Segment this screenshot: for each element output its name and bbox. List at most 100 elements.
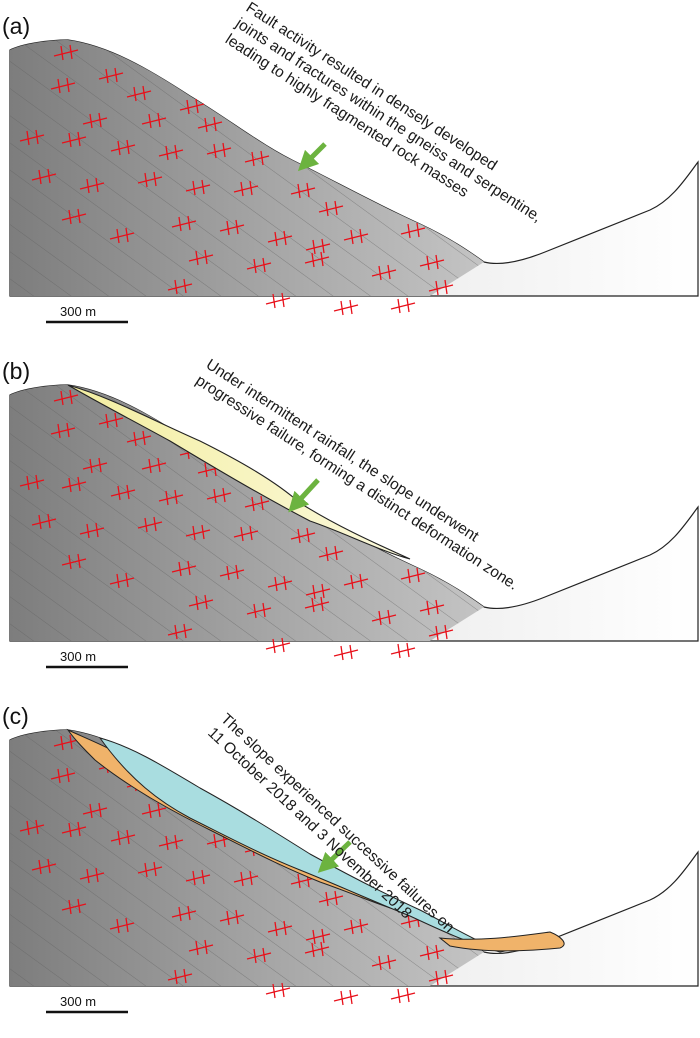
fracture-marks [19, 734, 454, 1006]
fracture-mark [110, 139, 136, 156]
green-arrow-icon [288, 478, 320, 513]
fracture-mark [98, 67, 124, 84]
fracture-mark [419, 944, 445, 961]
fracture-mark [137, 861, 163, 878]
fracture-mark [158, 489, 184, 506]
fracture-mark [246, 257, 272, 274]
fracture-mark [167, 278, 193, 295]
fracture-mark [167, 968, 193, 985]
fracture-mark [318, 890, 344, 907]
fracture-mark [109, 917, 135, 934]
fracture-mark [167, 623, 193, 640]
fracture-mark [400, 567, 426, 584]
fracture-mark [61, 476, 87, 493]
panel-a: (a) Fault activity resulted in densely de… [2, 0, 699, 324]
fracture-mark [246, 947, 272, 964]
fracture-mark [185, 869, 211, 886]
fracture-mark [390, 642, 416, 659]
fracture-mark [179, 98, 205, 115]
fracture-mark [171, 215, 197, 232]
fracture-mark [79, 867, 105, 884]
fracture-mark [428, 624, 454, 641]
fracture-mark [343, 228, 369, 245]
fracture-mark [19, 129, 45, 146]
fracture-mark [19, 819, 45, 836]
fracture-mark [305, 238, 331, 255]
fracture-mark [61, 553, 87, 570]
foliation-hatching [10, 40, 484, 296]
fracture-mark [137, 171, 163, 188]
fracture-mark [188, 939, 214, 956]
scale-bar: 300 m [46, 994, 128, 1014]
fracture-mark [53, 389, 79, 406]
fracture-mark [79, 522, 105, 539]
fracture-mark [290, 182, 316, 199]
annotation-line: Fault activity resulted in densely devel… [243, 0, 500, 174]
fracture-mark [304, 596, 330, 613]
fracture-mark [61, 821, 87, 838]
fracture-mark [61, 208, 87, 225]
fracture-mark [333, 644, 359, 661]
fracture-mark [82, 112, 108, 129]
panel-b: (b)Under intermittent rainfall, the slop… [2, 356, 699, 669]
fracture-mark [188, 249, 214, 266]
fracture-mark [158, 144, 184, 161]
fracture-mark [141, 457, 167, 474]
fracture-mark [219, 564, 245, 581]
fracture-mark [419, 254, 445, 271]
fracture-mark [158, 834, 184, 851]
fracture-mark [206, 487, 232, 504]
fracture-mark [343, 918, 369, 935]
runout-deposit [438, 931, 565, 952]
foliation-hatching [10, 385, 484, 641]
fracture-mark [267, 920, 293, 937]
scale-label: 300 m [60, 649, 96, 664]
fracture-mark [265, 292, 291, 309]
foliation-hatching [10, 730, 484, 986]
panel-label: (a) [2, 13, 30, 39]
fracture-mark [185, 179, 211, 196]
fracture-mark [428, 969, 454, 986]
fracture-mark [19, 474, 45, 491]
fracture-mark [219, 219, 245, 236]
fracture-mark [185, 524, 211, 541]
fracture-mark [390, 987, 416, 1004]
panel-label: (b) [2, 358, 30, 384]
fracture-mark [141, 112, 167, 129]
fracture-mark [333, 989, 359, 1006]
fracture-mark [419, 599, 445, 616]
scale-bar: 300 m [46, 304, 128, 324]
fracture-mark [50, 422, 76, 439]
fracture-mark [126, 430, 152, 447]
scale-label: 300 m [60, 994, 96, 1009]
fracture-mark [371, 264, 397, 281]
fracture-mark [188, 594, 214, 611]
fracture-mark [109, 227, 135, 244]
fracture-mark [61, 898, 87, 915]
fracture-mark [137, 516, 163, 533]
fracture-mark [318, 200, 344, 217]
deformation-zone [67, 384, 411, 560]
fracture-mark [31, 858, 57, 875]
fracture-mark [206, 142, 232, 159]
fracture-mark [265, 982, 291, 999]
fracture-mark [233, 870, 259, 887]
fracture-mark [305, 583, 331, 600]
fracture-mark [61, 131, 87, 148]
fracture-mark [50, 77, 76, 94]
fracture-mark [390, 297, 416, 314]
fracture-marks [19, 389, 454, 661]
fracture-mark [244, 495, 270, 512]
fracture-mark [265, 637, 291, 654]
fracture-mark [110, 829, 136, 846]
scale-label: 300 m [60, 304, 96, 319]
panel-label: (c) [2, 703, 29, 729]
fracture-mark [109, 572, 135, 589]
fracture-mark [50, 767, 76, 784]
fracture-mark [53, 734, 79, 751]
fracture-mark [79, 177, 105, 194]
scale-bar: 300 m [46, 649, 128, 669]
fracture-mark [98, 412, 124, 429]
fracture-mark [110, 484, 136, 501]
